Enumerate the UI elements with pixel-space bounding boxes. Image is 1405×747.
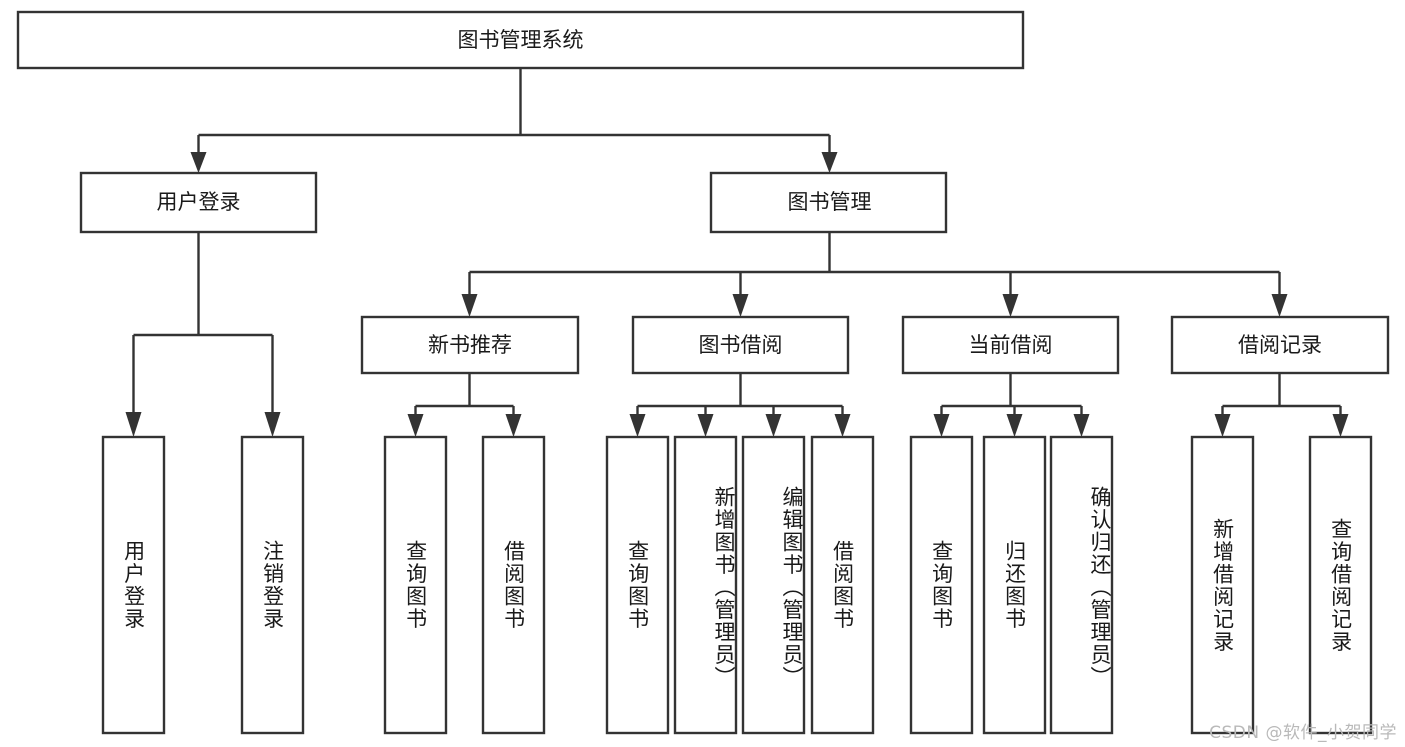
arrow-head-bb-borrow-book (834, 414, 851, 437)
leaf-box-bb-query-book[interactable] (605, 435, 670, 735)
node-current-borrow-box[interactable] (901, 315, 1120, 375)
connector-group-newbook-to-leaves (407, 373, 522, 437)
node-book-management-label: 图书管理 (788, 190, 872, 214)
connector-group-root-to-level2 (190, 68, 838, 173)
node-root-box[interactable] (16, 10, 1025, 70)
arrow-head-bb-query-book (629, 414, 646, 437)
node-book-management[interactable]: 图书管理 (709, 171, 948, 234)
node-book-borrow-label: 图书借阅 (699, 333, 783, 357)
node-borrow-record[interactable]: 借阅记录 (1170, 315, 1390, 375)
connector-group-userlogin-to-leaves (125, 232, 281, 437)
node-root-label: 图书管理系统 (458, 28, 584, 52)
leaf-box-cb-confirm-return[interactable] (1049, 435, 1114, 735)
node-user-login-box[interactable] (79, 171, 318, 234)
node-current-borrow-label: 当前借阅 (969, 333, 1053, 357)
arrow-head-current-borrow (1002, 294, 1019, 317)
arrow-head-nb-query-book (407, 414, 424, 437)
arrow-head-borrow-record (1271, 294, 1288, 317)
leaf-box-group (101, 435, 1373, 735)
node-book-borrow-box[interactable] (631, 315, 850, 375)
node-book-management-box[interactable] (709, 171, 948, 234)
leaf-box-br-add-record[interactable] (1190, 435, 1255, 735)
node-new-book-recommend-label: 新书推荐 (428, 333, 512, 357)
arrow-head-book-borrow (732, 294, 749, 317)
watermark-csdn: CSDN @软件_小贺同学 (1209, 723, 1397, 743)
arrow-head-cb-query-book (933, 414, 950, 437)
connector-group-currentborrow-to-leaves (933, 373, 1090, 437)
arrow-head-new-book-rec (461, 294, 478, 317)
node-current-borrow[interactable]: 当前借阅 (901, 315, 1120, 375)
arrow-head-nb-borrow-book (505, 414, 522, 437)
leaf-box-cb-query-book[interactable] (909, 435, 974, 735)
node-root[interactable]: 图书管理系统 (16, 10, 1025, 70)
arrow-head-br-query-record (1332, 414, 1349, 437)
leaf-box-br-query-record[interactable] (1308, 435, 1373, 735)
node-new-book-recommend[interactable]: 新书推荐 (360, 315, 580, 375)
arrow-head-bb-add-book (697, 414, 714, 437)
node-user-login[interactable]: 用户登录 (79, 171, 318, 234)
arrow-head-br-add-record (1214, 414, 1231, 437)
leaf-box-nb-borrow-book[interactable] (481, 435, 546, 735)
leaf-box-bb-edit-book[interactable] (741, 435, 806, 735)
node-new-book-recommend-box[interactable] (360, 315, 580, 375)
leaf-box-bb-add-book[interactable] (673, 435, 738, 735)
node-borrow-record-box[interactable] (1170, 315, 1390, 375)
arrow-head-leaf-logout (264, 412, 281, 437)
connector-group-borrowrecord-to-leaves (1214, 373, 1349, 437)
leaf-box-nb-query-book[interactable] (383, 435, 448, 735)
arrow-head-leaf-user-login (125, 412, 142, 437)
node-borrow-record-label: 借阅记录 (1238, 333, 1322, 357)
arrow-head-user-login (190, 152, 207, 173)
arrow-head-cb-confirm-return (1073, 414, 1090, 437)
arrow-head-cb-return-book (1006, 414, 1023, 437)
connector-group-bookmgmt-to-level3 (461, 232, 1288, 317)
arrow-head-bb-edit-book (765, 414, 782, 437)
arrow-head-book-mgmt (821, 152, 838, 173)
connector-group-bookborrow-to-leaves (629, 373, 851, 437)
node-user-login-label: 用户登录 (157, 190, 241, 214)
node-book-borrow[interactable]: 图书借阅 (631, 315, 850, 375)
leaf-box-logout[interactable] (240, 435, 305, 735)
leaf-box-bb-borrow-book[interactable] (810, 435, 875, 735)
leaf-box-cb-return-book[interactable] (982, 435, 1047, 735)
leaf-box-user-login[interactable] (101, 435, 166, 735)
